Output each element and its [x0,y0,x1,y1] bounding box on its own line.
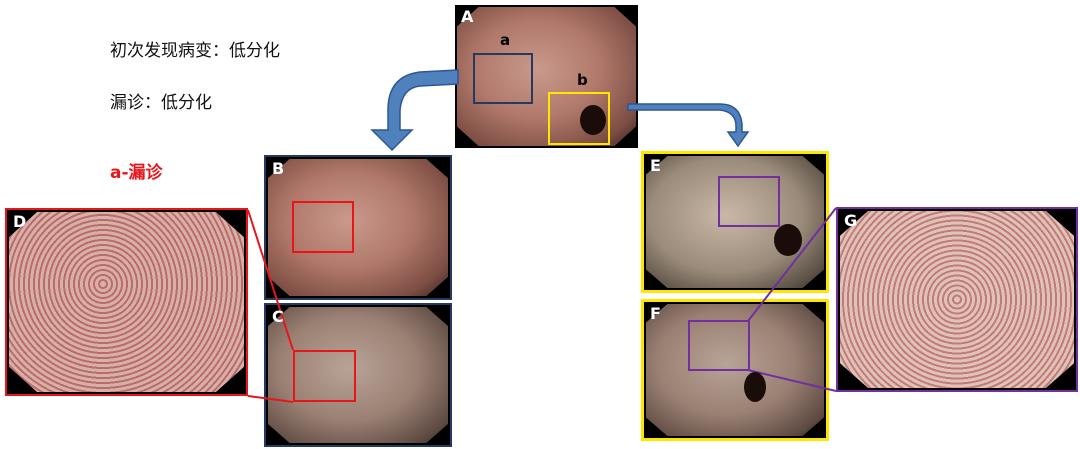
panel-a-image: A a b [455,5,638,148]
connector-line [747,369,837,392]
panel-c-image: C [264,303,452,447]
panel-f-image: F [641,299,829,441]
missed-diagnosis-text: 漏诊：低分化 [110,93,212,113]
zoom-region-box [292,201,354,253]
region-a-box [473,53,533,104]
connector-line [247,209,294,351]
panel-label-a: A [461,7,474,26]
panel-label-c: C [272,307,284,326]
panel-b-image: B [264,155,452,300]
panel-label-b: B [272,159,285,178]
panel-label-g: G [844,211,858,230]
region-a-label: a [500,31,511,49]
zoom-region-box [293,350,356,402]
region-b-label: b [577,71,588,89]
right-arrow [627,103,750,148]
panel-label-f: F [650,304,661,323]
connector-line [747,207,837,322]
panel-g-image: G [836,207,1078,392]
left-arrow [370,69,459,152]
connector-line [247,395,294,403]
panel-label-e: E [650,156,661,175]
region-b-box [548,92,610,145]
panel-e-image: E [641,151,829,293]
zoom-region-box [718,176,780,227]
zoom-region-box [688,320,750,371]
initial-finding-text: 初次发现病变：低分化 [110,41,280,61]
missed-label: a-漏诊 [110,163,163,183]
panel-label-d: D [13,212,27,231]
panel-d-image: D [5,208,248,396]
